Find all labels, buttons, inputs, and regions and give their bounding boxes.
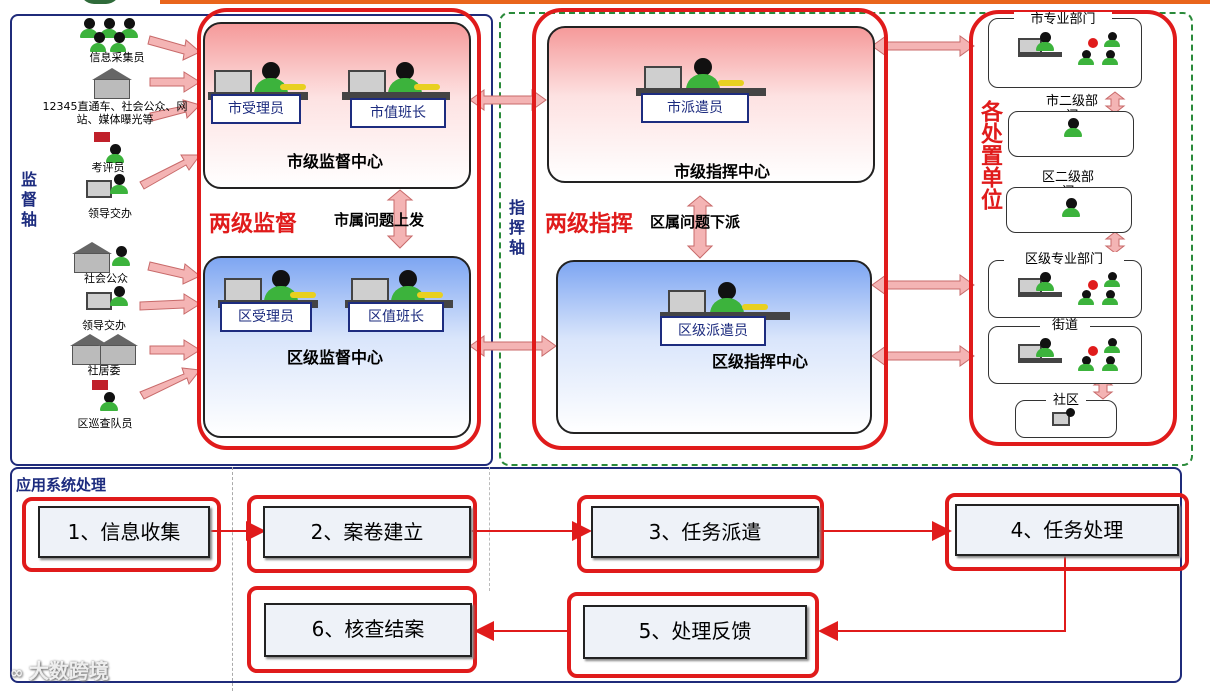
city-command-center-label: 市级指挥中心 bbox=[673, 162, 770, 181]
two-level-command-highlight bbox=[532, 8, 888, 450]
watermark-text: 大数跨境 bbox=[28, 659, 109, 683]
unit-label-district-professional: 区级专业部门 bbox=[1004, 252, 1124, 267]
step-4-highlight bbox=[945, 493, 1189, 571]
process-frame bbox=[10, 467, 1182, 683]
residents-committee-icon bbox=[70, 334, 140, 365]
source-label-leader-2: 领导交办 bbox=[82, 319, 126, 332]
step-task-handling: 4、任务处理 bbox=[955, 504, 1179, 556]
district-command-center-panel bbox=[556, 260, 872, 434]
step-3-highlight bbox=[577, 495, 824, 573]
leader-icon-2 bbox=[86, 284, 136, 318]
unit-label-street: 街道 bbox=[1040, 318, 1090, 333]
unit-street-icons bbox=[1018, 338, 1128, 374]
city-supervision-center-label: 市级监督中心 bbox=[286, 152, 383, 171]
city-dispatcher-figure bbox=[636, 58, 766, 118]
city-shift-leader-figure bbox=[342, 62, 452, 122]
process-divider-2 bbox=[489, 467, 490, 591]
step-1-highlight bbox=[22, 497, 221, 572]
public-house-icon bbox=[84, 68, 144, 99]
process-section-title: 应用系统处理 bbox=[16, 476, 107, 494]
step-feedback: 5、处理反馈 bbox=[583, 605, 807, 659]
supervision-axis-frame bbox=[10, 14, 493, 466]
unit-city-professional-icons bbox=[1018, 32, 1128, 72]
step-5-highlight bbox=[567, 592, 819, 678]
evaluator-icon bbox=[94, 132, 134, 163]
district-acceptor-role: 区受理员 bbox=[220, 302, 312, 332]
source-label-residents: 社居委 bbox=[87, 364, 121, 377]
watermark: ∞ 大数跨境 bbox=[10, 655, 109, 684]
city-dispatcher-role: 市派遣员 bbox=[641, 93, 749, 123]
step-task-dispatch: 3、任务派遣 bbox=[591, 506, 819, 558]
unit-district-professional bbox=[988, 260, 1142, 318]
unit-city-professional bbox=[988, 18, 1142, 88]
city-issue-upload-label: 市属问题上发 bbox=[334, 211, 425, 229]
unit-district-secondary-icon bbox=[1058, 198, 1088, 218]
city-acceptor-role: 市受理员 bbox=[211, 94, 301, 124]
source-label-collectors: 信息采集员 bbox=[89, 51, 145, 64]
step-2-highlight bbox=[247, 495, 477, 573]
district-dispatcher-role: 区级派遣员 bbox=[660, 316, 766, 346]
step-6-highlight bbox=[247, 586, 477, 673]
command-axis-label: 指挥轴 bbox=[508, 198, 525, 257]
collectors-icon bbox=[78, 18, 150, 52]
unit-district-professional-icons bbox=[1018, 272, 1128, 308]
leader-icon bbox=[86, 170, 136, 204]
two-level-supervision-highlight bbox=[197, 8, 481, 450]
step-case-creation: 2、案卷建立 bbox=[263, 506, 471, 558]
unit-label-community: 社区 bbox=[1046, 393, 1086, 408]
city-shift-leader-role: 市值班长 bbox=[350, 98, 446, 128]
disposal-units-title: 各处置单位 bbox=[977, 100, 1002, 210]
command-axis-frame bbox=[499, 12, 1193, 466]
supervision-axis-label: 监督轴 bbox=[20, 170, 37, 229]
unit-community-icon bbox=[1052, 408, 1082, 428]
step-info-collection: 1、信息收集 bbox=[38, 506, 210, 558]
watermark-logo-icon: ∞ bbox=[10, 663, 29, 682]
process-divider bbox=[232, 467, 233, 691]
district-command-center-label: 区级指挥中心 bbox=[711, 352, 808, 371]
public-house-icon-2 bbox=[72, 242, 142, 273]
district-shift-leader-role: 区值班长 bbox=[348, 302, 444, 332]
two-level-supervision-label: 两级监督 bbox=[209, 212, 298, 237]
source-label-public-2: 社会公众 bbox=[84, 272, 128, 285]
source-label-evaluator: 考评员 bbox=[91, 161, 125, 174]
two-level-command-label: 两级指挥 bbox=[545, 212, 634, 237]
logo-icon bbox=[80, 0, 120, 4]
top-accent-bar bbox=[160, 0, 1210, 4]
unit-label-city-professional: 市专业部门 bbox=[1014, 12, 1112, 27]
district-supervision-center-label: 区级监督中心 bbox=[286, 348, 383, 367]
source-label-patrol: 区巡查队员 bbox=[77, 417, 133, 430]
source-label-leader: 领导交办 bbox=[88, 207, 132, 220]
unit-city-secondary-icon bbox=[1060, 118, 1090, 138]
step-verify-close: 6、核查结案 bbox=[264, 603, 472, 657]
patrol-icon bbox=[88, 380, 128, 414]
source-label-public: 12345直通车、社会公众、网站、媒体曝光等 bbox=[42, 100, 188, 126]
district-issue-dispatch-label: 区属问题下派 bbox=[650, 213, 741, 231]
